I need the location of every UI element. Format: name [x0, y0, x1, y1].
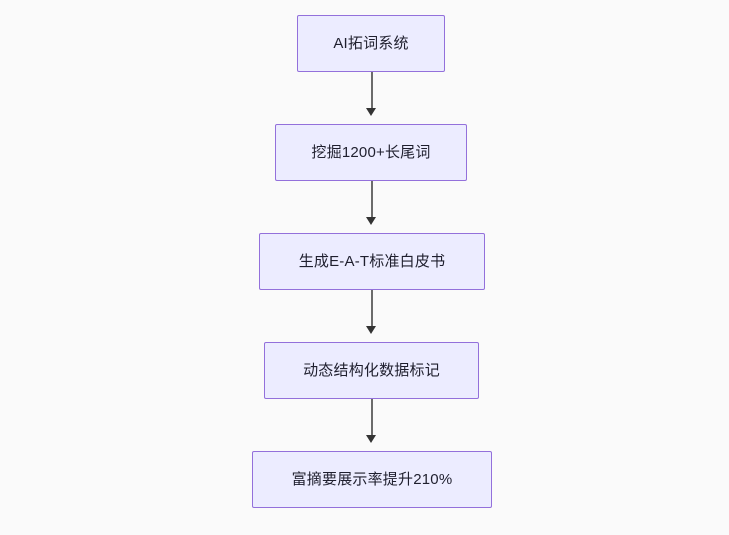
- flow-node-ai-keyword-system[interactable]: AI拓词系统: [297, 15, 445, 72]
- flow-node-generate-eat-whitepaper[interactable]: 生成E-A-T标准白皮书: [259, 233, 485, 290]
- arrowhead-icon: [366, 217, 377, 225]
- flow-node-rich-snippet-result[interactable]: 富摘要展示率提升210%: [252, 451, 492, 508]
- edge-line: [371, 399, 373, 436]
- flow-node-label: 生成E-A-T标准白皮书: [298, 252, 446, 270]
- flow-node-label: 富摘要展示率提升210%: [291, 470, 453, 488]
- arrowhead-icon: [366, 108, 377, 116]
- flow-node-label: AI拓词系统: [333, 34, 409, 52]
- flow-node-label: 动态结构化数据标记: [303, 361, 440, 379]
- edge-line: [371, 181, 373, 218]
- edge-line: [371, 72, 373, 109]
- arrowhead-icon: [366, 326, 377, 334]
- arrowhead-icon: [366, 435, 377, 443]
- edge-line: [371, 290, 373, 327]
- flow-node-dynamic-structured-data[interactable]: 动态结构化数据标记: [264, 342, 479, 399]
- flow-node-label: 挖掘1200+长尾词: [311, 143, 431, 161]
- flow-node-mine-longtail-keywords[interactable]: 挖掘1200+长尾词: [275, 124, 467, 181]
